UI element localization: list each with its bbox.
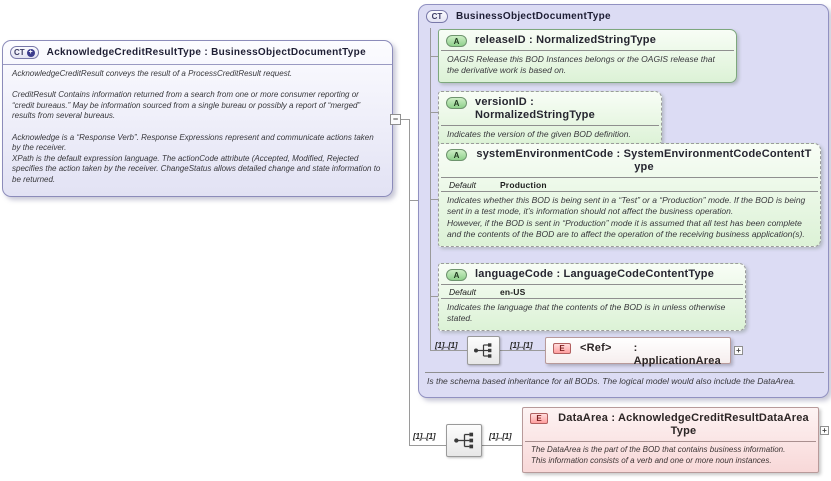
element-dataarea[interactable]: E DataArea : AcknowledgeCreditResultData… <box>522 407 819 473</box>
attribute-title: languageCode : LanguageCodeContentType <box>475 268 715 280</box>
expand-button[interactable]: + <box>734 346 743 355</box>
base-type-documentation: Is the schema based inheritance for all … <box>427 376 796 386</box>
connector-line <box>409 445 446 446</box>
element-header: E <Ref> : ApplicationArea <box>546 338 730 371</box>
sequence-glyph-icon <box>474 343 492 358</box>
derived-type-documentation: AcknowledgeCreditResult conveys the resu… <box>12 69 381 184</box>
connector-line <box>430 28 431 350</box>
element-header: E DataArea : AcknowledgeCreditResultData… <box>523 408 818 441</box>
attribute-documentation: Indicates whether this BOD is being sent… <box>447 195 806 240</box>
sequence-compositor-icon[interactable] <box>467 336 500 365</box>
attribute-systemenvironmentcode[interactable]: A systemEnvironmentCode : SystemEnvironm… <box>438 143 821 247</box>
derived-type-title: AcknowledgeCreditResultType : BusinessOb… <box>46 47 366 58</box>
complex-type-icon-label: CT <box>431 12 443 21</box>
attribute-header: A releaseID : NormalizedStringType <box>439 30 736 50</box>
default-label: Default <box>449 287 476 297</box>
complex-type-icon-label: CT <box>14 48 25 57</box>
connector-line <box>500 350 545 351</box>
connector-line <box>401 119 409 120</box>
connector-line <box>409 200 418 201</box>
base-type-header: CT BusinessObjectDocumentType <box>419 5 828 28</box>
default-row: Default Production <box>441 178 818 192</box>
collapse-toggle[interactable]: − <box>390 114 401 125</box>
default-value: Production <box>499 180 547 190</box>
base-type-title: BusinessObjectDocumentType <box>456 11 611 22</box>
element-title: DataArea : AcknowledgeCreditResultDataAr… <box>558 412 809 437</box>
attribute-icon: A <box>446 149 467 161</box>
separator <box>525 441 816 442</box>
attribute-header: A systemEnvironmentCode : SystemEnvironm… <box>439 144 820 177</box>
attribute-header: A languageCode : LanguageCodeContentType <box>439 264 745 284</box>
default-value: en-US <box>499 287 526 297</box>
element-type-label: : ApplicationArea <box>633 342 721 367</box>
attribute-documentation: Indicates the version of the given BOD d… <box>447 129 631 139</box>
attribute-title: systemEnvironmentCode : SystemEnvironmen… <box>476 148 812 173</box>
derived-type-box[interactable]: CT+ AcknowledgeCreditResultType : Busine… <box>2 40 393 197</box>
attribute-languagecode[interactable]: A languageCode : LanguageCodeContentType… <box>438 263 746 331</box>
cardinality-label: [1]..[1] <box>510 341 533 350</box>
element-icon: E <box>530 413 548 424</box>
connector-line <box>430 296 438 297</box>
separator <box>441 177 818 178</box>
attribute-releaseid[interactable]: A releaseID : NormalizedStringType OAGIS… <box>438 29 737 83</box>
attribute-title: releaseID : NormalizedStringType <box>475 34 657 46</box>
attribute-documentation: OAGIS Release this BOD Instances belongs… <box>447 54 715 76</box>
base-type-box[interactable]: CT BusinessObjectDocumentType A releaseI… <box>418 4 829 398</box>
attribute-header: A versionID : NormalizedStringType <box>439 92 661 125</box>
sequence-compositor-icon[interactable] <box>446 424 482 457</box>
attribute-icon: A <box>446 269 467 281</box>
attribute-documentation: Indicates the language that the contents… <box>447 302 726 324</box>
separator <box>425 372 824 373</box>
default-label: Default <box>449 180 476 190</box>
separator <box>441 50 734 51</box>
element-applicationarea[interactable]: E <Ref> : ApplicationArea <box>545 337 731 367</box>
element-documentation: The DataArea is the part of the BOD that… <box>531 445 786 465</box>
connector-line <box>482 445 522 446</box>
connector-line <box>430 350 467 351</box>
complex-type-extension-icon: CT+ <box>10 46 39 59</box>
cardinality-label: [1]..[1] <box>413 432 436 441</box>
cardinality-label: [1]..[1] <box>435 341 458 350</box>
separator <box>441 125 659 126</box>
default-row: Default en-US <box>441 285 743 299</box>
expand-button[interactable]: + <box>820 426 829 435</box>
element-ref-label: <Ref> <box>580 342 612 354</box>
complex-type-icon: CT <box>426 10 448 23</box>
sequence-glyph-icon <box>453 432 473 449</box>
derived-type-header: CT+ AcknowledgeCreditResultType : Busine… <box>3 41 392 65</box>
connector-line <box>430 199 438 200</box>
attribute-title: versionID : NormalizedStringType <box>475 96 595 121</box>
attribute-versionid[interactable]: A versionID : NormalizedStringType Indic… <box>438 91 662 147</box>
attribute-icon: A <box>446 35 467 47</box>
cardinality-label: [1]..[1] <box>489 432 512 441</box>
connector-line <box>409 119 410 446</box>
attribute-icon: A <box>446 97 467 109</box>
element-icon: E <box>553 343 571 354</box>
connector-line <box>430 112 438 113</box>
separator <box>441 284 743 285</box>
connector-line <box>430 56 438 57</box>
plus-badge-icon: + <box>26 48 35 57</box>
